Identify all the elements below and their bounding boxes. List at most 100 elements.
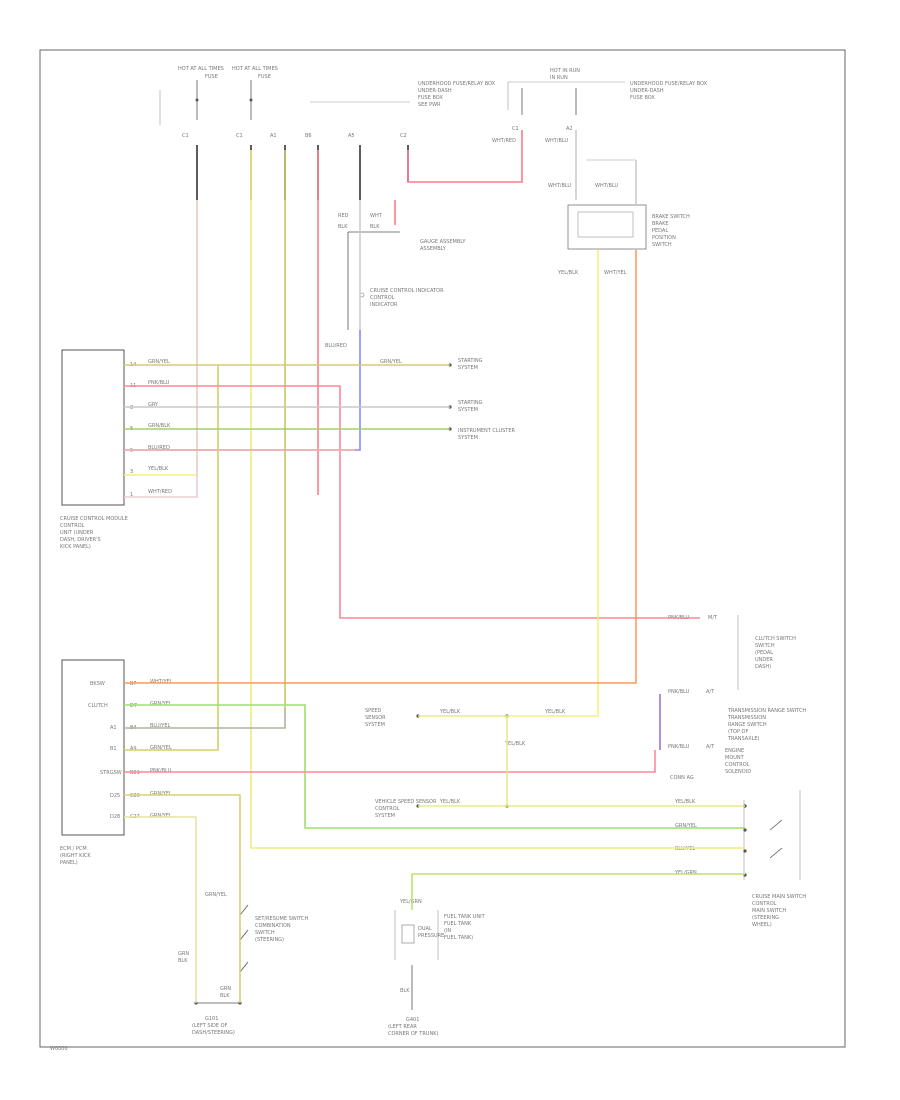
svg-text:(STEERING: (STEERING [752, 915, 779, 921]
svg-text:BRAKE: BRAKE [652, 221, 669, 227]
svg-text:CRUISE MAIN SWITCH: CRUISE MAIN SWITCH [752, 894, 806, 900]
svg-text:SYSTEM: SYSTEM [458, 435, 478, 441]
svg-text:B6: B6 [305, 133, 312, 139]
svg-text:WHT/BLU: WHT/BLU [548, 183, 571, 189]
svg-text:SENSOR: SENSOR [365, 715, 386, 721]
svg-text:COMBINATION: COMBINATION [255, 923, 291, 929]
svg-text:A1: A1 [270, 133, 277, 139]
svg-text:STARTING: STARTING [458, 400, 483, 406]
svg-text:C1: C1 [512, 126, 519, 132]
svg-text:WHT/BLU: WHT/BLU [595, 183, 618, 189]
svg-text:CONTROL: CONTROL [60, 523, 85, 529]
svg-text:BLK: BLK [400, 988, 410, 994]
svg-text:(IN: (IN [444, 928, 451, 934]
svg-text:CONN AG: CONN AG [670, 775, 694, 781]
svg-text:IN RUN: IN RUN [550, 75, 568, 81]
svg-text:C2: C2 [400, 133, 407, 139]
svg-text:SYSTEM: SYSTEM [458, 365, 478, 371]
svg-text:BKSW: BKSW [90, 681, 105, 687]
svg-text:(RIGHT KICK: (RIGHT KICK [60, 853, 91, 859]
svg-text:BLK: BLK [178, 958, 188, 964]
svg-text:MAIN SWITCH: MAIN SWITCH [752, 908, 786, 914]
svg-text:FUEL TANK): FUEL TANK) [444, 935, 473, 941]
svg-text:BLU/YEL: BLU/YEL [150, 723, 171, 729]
svg-text:CLUTCH: CLUTCH [88, 703, 108, 709]
svg-text:BLK: BLK [220, 993, 230, 999]
svg-text:YEL/GRN: YEL/GRN [674, 870, 697, 876]
svg-text:A9: A9 [130, 746, 137, 752]
svg-text:UNDER-DASH: UNDER-DASH [418, 88, 452, 94]
center-components: SPEED SENSOR SYSTEM YEL/BLK YEL/BLK YEL/… [365, 708, 566, 819]
svg-text:GRN/YEL: GRN/YEL [205, 892, 227, 898]
right-side-components: CLUTCH SWITCH SWITCH (PEDAL UNDER DASH) … [668, 615, 806, 781]
svg-text:PRESSURE: PRESSURE [418, 933, 444, 939]
svg-text:CORNER OF TRUNK): CORNER OF TRUNK) [388, 1031, 438, 1037]
svg-text:TRANSAXLE): TRANSAXLE) [727, 736, 760, 742]
svg-text:SWITCH: SWITCH [755, 643, 775, 649]
svg-text:5: 5 [130, 448, 133, 454]
svg-text:D7: D7 [130, 703, 137, 709]
svg-text:GRN/YEL: GRN/YEL [675, 823, 697, 829]
svg-text:YEL/GRN: YEL/GRN [399, 899, 422, 905]
svg-text:CONTROL: CONTROL [370, 295, 395, 301]
svg-text:1: 1 [130, 492, 133, 498]
svg-text:(LEFT SIDE OF: (LEFT SIDE OF [192, 1023, 228, 1029]
svg-text:GRN/YEL: GRN/YEL [148, 359, 170, 365]
svg-text:CONTROL: CONTROL [725, 762, 750, 768]
cruise-indicator-area: RED WHT BLK BLK GAUGE ASSEMBLY ASSEMBLY … [325, 213, 466, 349]
svg-text:BLK: BLK [370, 224, 380, 230]
svg-text:KICK PANEL): KICK PANEL) [60, 544, 91, 550]
svg-text:SWITCH: SWITCH [652, 242, 672, 248]
svg-text:CRUISE CONTROL INDICATOR: CRUISE CONTROL INDICATOR [370, 288, 444, 294]
svg-text:G101: G101 [205, 1016, 218, 1022]
svg-text:DASH/STEERING): DASH/STEERING) [192, 1030, 235, 1036]
svg-text:STARTING: STARTING [458, 358, 483, 364]
svg-text:FUEL TANK UNIT: FUEL TANK UNIT [444, 914, 486, 920]
svg-text:CONTROL: CONTROL [375, 806, 400, 812]
diagram-frame [39, 49, 846, 1048]
svg-text:BLU/RED: BLU/RED [325, 343, 347, 349]
svg-text:BRAKE SWITCH: BRAKE SWITCH [652, 214, 690, 220]
svg-text:SEE PWR: SEE PWR [418, 102, 441, 108]
svg-text:GRN: GRN [220, 986, 231, 992]
svg-text:INSTRUMENT CLUSTER: INSTRUMENT CLUSTER [458, 428, 516, 434]
svg-text:YEL/BLK: YEL/BLK [557, 270, 579, 276]
diagram-code: W0000 [50, 1046, 68, 1052]
svg-text:WHT/YEL: WHT/YEL [604, 270, 627, 276]
svg-text:YEL/BLK: YEL/BLK [504, 741, 526, 747]
svg-text:GRY: GRY [148, 402, 159, 408]
svg-text:TRANSMISSION: TRANSMISSION [727, 715, 766, 721]
svg-text:POSITION: POSITION [652, 235, 676, 241]
svg-text:SET/RESUME SWITCH: SET/RESUME SWITCH [255, 916, 308, 922]
svg-text:WHT/BLU: WHT/BLU [545, 138, 568, 144]
svg-text:C1: C1 [182, 133, 189, 139]
svg-text:MOUNT: MOUNT [725, 755, 745, 761]
svg-text:PNK/BLU: PNK/BLU [148, 380, 170, 386]
svg-text:SYSTEM: SYSTEM [375, 813, 395, 819]
svg-text:PNK/BLU: PNK/BLU [668, 744, 690, 750]
svg-text:GRN/YEL: GRN/YEL [150, 813, 172, 819]
svg-text:G401: G401 [406, 1017, 419, 1023]
svg-text:PNK/BLU: PNK/BLU [668, 689, 690, 695]
cruise-main-switch: CRUISE MAIN SWITCH CONTROL MAIN SWITCH (… [674, 790, 806, 928]
svg-text:STRGSW: STRGSW [100, 770, 122, 776]
relay-box: WHT/BLU WHT/BLU BRAKE SWITCH BRAKE PEDAL… [548, 159, 690, 276]
svg-text:C26: C26 [130, 793, 140, 799]
svg-text:PANEL): PANEL) [60, 860, 78, 866]
wires [124, 130, 745, 1003]
svg-text:CLUTCH SWITCH: CLUTCH SWITCH [755, 636, 796, 642]
svg-text:SYSTEM: SYSTEM [458, 407, 478, 413]
svg-text:A5: A5 [348, 133, 355, 139]
svg-text:FUSE: FUSE [258, 74, 271, 80]
svg-text:D28: D28 [110, 814, 120, 820]
svg-text:TRANSMISSION RANGE SWITCH: TRANSMISSION RANGE SWITCH [727, 708, 806, 714]
svg-text:ENGINE: ENGINE [725, 748, 744, 754]
set-resume-switch: GRN/YEL SET/RESUME SWITCH COMBINATION SW… [178, 892, 308, 1036]
svg-text:WHT/RED: WHT/RED [492, 138, 516, 144]
svg-text:(TOP OF: (TOP OF [728, 729, 748, 735]
svg-text:(STEERING): (STEERING) [255, 937, 284, 943]
svg-text:RANGE SWITCH: RANGE SWITCH [728, 722, 767, 728]
svg-text:YEL/BLK: YEL/BLK [674, 799, 696, 805]
svg-text:HOT IN RUN: HOT IN RUN [550, 68, 580, 74]
